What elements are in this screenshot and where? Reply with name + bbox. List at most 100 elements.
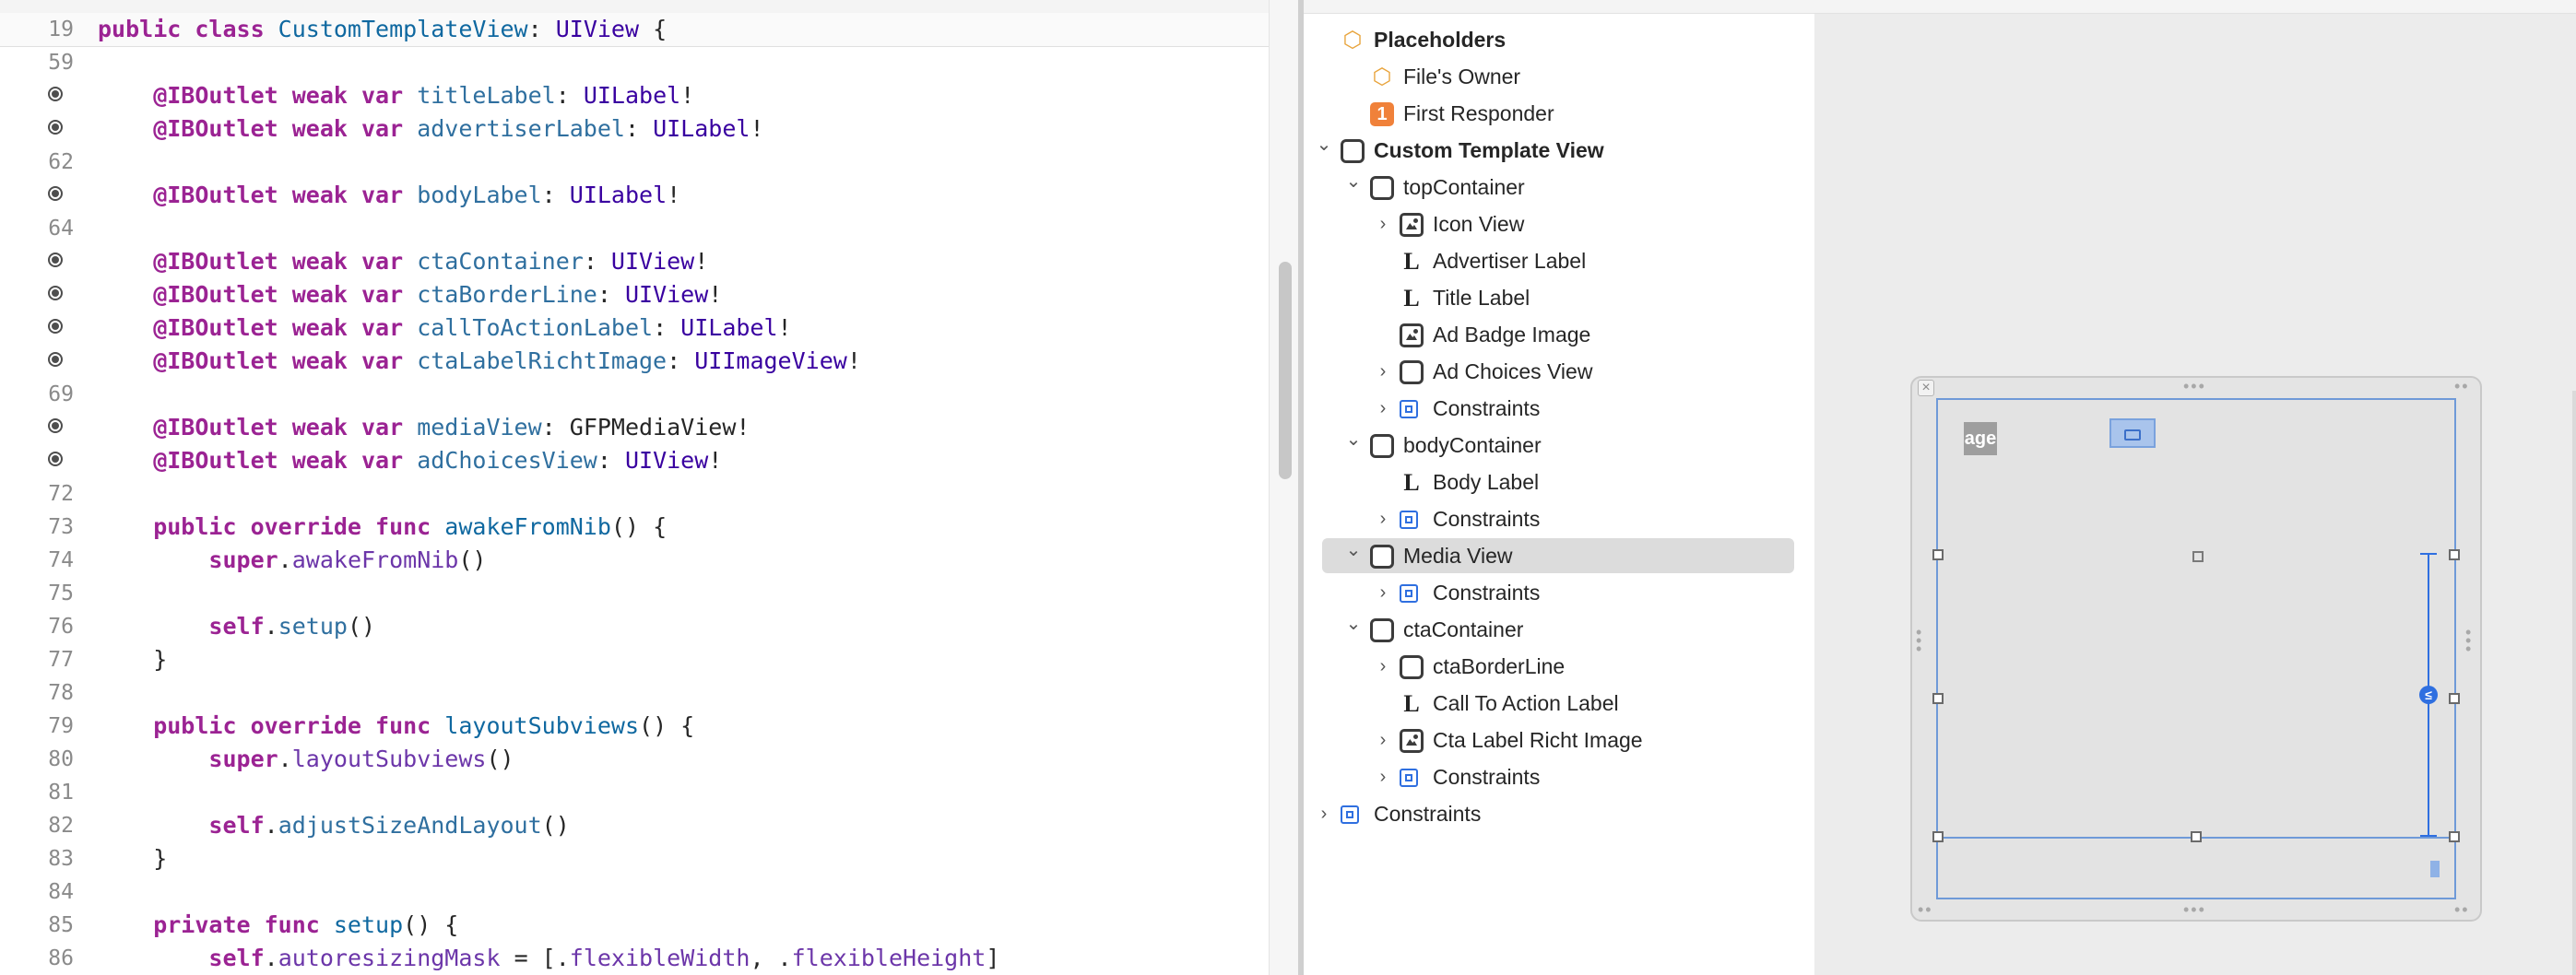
chevron-right-icon[interactable]: › [1379, 582, 1387, 603]
code-line[interactable]: 78 [0, 676, 1269, 710]
code-line[interactable]: 75 [0, 577, 1269, 610]
outline-item[interactable]: ›Cta Label Richt Image [1304, 722, 1814, 758]
editor-scrollbar[interactable] [1269, 0, 1299, 975]
chevron-right-icon[interactable]: › [1379, 214, 1387, 234]
chevron-right-icon[interactable]: › [1379, 656, 1387, 676]
chevron-right-icon[interactable]: › [1379, 730, 1387, 750]
outline-item[interactable]: ⌄topContainer [1304, 169, 1814, 206]
code-line[interactable]: 83 } [0, 842, 1269, 875]
code-line[interactable]: @IBOutlet weak var advertiserLabel: UILa… [0, 112, 1269, 146]
interface-builder-canvas[interactable]: × ••• •• ••• ••• ••• •• •• age ≤ [1814, 0, 2576, 975]
outlet-connection-icon[interactable] [48, 120, 63, 135]
chevron-down-icon[interactable]: ⌄ [1345, 171, 1362, 192]
code-line[interactable]: @IBOutlet weak var callToActionLabel: UI… [0, 311, 1269, 345]
ad-badge-image[interactable]: age [1964, 422, 1997, 455]
outlet-connection-icon[interactable] [48, 186, 63, 201]
resize-handle-top-right[interactable] [2449, 549, 2460, 560]
chevron-right-icon[interactable]: › [1379, 361, 1387, 382]
code-line[interactable]: @IBOutlet weak var bodyLabel: UILabel! [0, 179, 1269, 212]
outlet-connection-icon[interactable] [48, 319, 63, 334]
outline-item[interactable]: ›Constraints [1304, 390, 1814, 427]
resize-handle-mid-right[interactable] [2449, 693, 2460, 704]
code-editor[interactable]: 19 public class CustomTemplateView: UIVi… [0, 0, 1269, 975]
outlet-connection-icon[interactable] [48, 286, 63, 300]
code-line[interactable]: 84 [0, 875, 1269, 909]
scene-close-icon[interactable]: × [1918, 380, 1934, 396]
cta-label-richt-image-preview[interactable] [2430, 861, 2440, 877]
code-line[interactable]: @IBOutlet weak var ctaContainer: UIView! [0, 245, 1269, 278]
custom-template-view-preview[interactable]: age [1932, 398, 2460, 899]
outlet-connection-icon[interactable] [48, 452, 63, 466]
code-line[interactable]: @IBOutlet weak var mediaView: GFPMediaVi… [0, 411, 1269, 444]
code-line[interactable]: 77 } [0, 643, 1269, 676]
chevron-down-icon[interactable]: ⌄ [1345, 540, 1362, 560]
code-line[interactable]: 73 public override func awakeFromNib() { [0, 511, 1269, 544]
code-line[interactable]: 59 [0, 46, 1269, 79]
outlet-connection-icon[interactable] [48, 87, 63, 101]
chevron-right-icon[interactable]: › [1320, 804, 1328, 824]
scene-right-grip-icon[interactable]: ••• [2465, 623, 2474, 658]
outline-item[interactable]: ›Ad Choices View [1304, 353, 1814, 390]
code-line[interactable]: @IBOutlet weak var ctaLabelRichtImage: U… [0, 345, 1269, 378]
code-line[interactable]: @IBOutlet weak var titleLabel: UILabel! [0, 79, 1269, 112]
code-line[interactable]: 79 public override func layoutSubviews()… [0, 710, 1269, 743]
outlet-connection-icon[interactable] [48, 253, 63, 267]
chevron-right-icon[interactable]: › [1379, 398, 1387, 418]
outline-item[interactable]: ›Constraints [1304, 795, 1814, 832]
outline-item[interactable]: ›Icon View [1304, 206, 1814, 242]
outline-item[interactable]: ›ctaBorderLine [1304, 648, 1814, 685]
outline-item[interactable]: ›Constraints [1304, 574, 1814, 611]
resize-handle-bottom-center[interactable] [2191, 831, 2202, 842]
editor-scroll-thumb[interactable] [1279, 262, 1292, 479]
outline-item[interactable]: ⬡Placeholders [1304, 21, 1814, 58]
outline-item[interactable]: ›Constraints [1304, 758, 1814, 795]
icon-view-image[interactable] [2109, 418, 2156, 448]
outline-item[interactable]: ›Constraints [1304, 500, 1814, 537]
chevron-right-icon[interactable]: › [1379, 509, 1387, 529]
outline-item[interactable]: ⌄ctaContainer [1304, 611, 1814, 648]
chevron-down-icon[interactable]: ⌄ [1345, 429, 1362, 450]
split-divider[interactable] [1298, 0, 1304, 975]
constraint-badge-icon[interactable]: ≤ [2419, 686, 2438, 704]
resize-handle-bottom-right[interactable] [2449, 831, 2460, 842]
scene-bottom-left-grip-icon[interactable]: •• [1918, 900, 1933, 919]
sticky-scope-header[interactable]: 19 public class CustomTemplateView: UIVi… [0, 13, 1269, 47]
code-line[interactable]: 62 [0, 146, 1269, 179]
outlet-connection-icon[interactable] [48, 352, 63, 367]
resize-handle-bottom-left[interactable] [1932, 831, 1944, 842]
scene-top-right-grip-icon[interactable]: •• [2454, 377, 2470, 395]
scene-bottom-right-grip-icon[interactable]: •• [2454, 900, 2470, 919]
code-line[interactable]: 80 super.layoutSubviews() [0, 743, 1269, 776]
outline-item[interactable]: ⬡File's Owner [1304, 58, 1814, 95]
chevron-down-icon[interactable]: ⌄ [1345, 614, 1362, 634]
code-line[interactable]: 81 [0, 776, 1269, 809]
outlet-connection-icon[interactable] [48, 418, 63, 433]
scene-bottom-grip-icon[interactable]: ••• [2183, 900, 2206, 919]
code-line[interactable]: 85 private func setup() { [0, 909, 1269, 942]
code-line[interactable]: 76 self.setup() [0, 610, 1269, 643]
outline-item[interactable]: ⌄Media View [1304, 537, 1814, 574]
code-line[interactable]: 64 [0, 212, 1269, 245]
resize-handle-top-left[interactable] [1932, 549, 1944, 560]
media-view-selection[interactable] [1932, 400, 2460, 842]
chevron-down-icon[interactable]: ⌄ [1316, 135, 1332, 155]
code-line[interactable]: @IBOutlet weak var adChoicesView: UIView… [0, 444, 1269, 477]
code-line[interactable]: @IBOutlet weak var ctaBorderLine: UIView… [0, 278, 1269, 311]
code-line[interactable]: 82 self.adjustSizeAndLayout() [0, 809, 1269, 842]
chevron-right-icon[interactable]: › [1379, 767, 1387, 787]
code-line[interactable]: 72 [0, 477, 1269, 511]
outline-item[interactable]: ⌄bodyContainer [1304, 427, 1814, 464]
resize-handle-mid-left[interactable] [1932, 693, 1944, 704]
scene-left-grip-icon[interactable]: ••• [1916, 623, 1924, 658]
scene-frame[interactable]: × ••• •• ••• ••• ••• •• •• age [1910, 376, 2482, 922]
code-line[interactable]: 86 self.autoresizingMask = [.flexibleWid… [0, 942, 1269, 975]
code-line[interactable]: 69 [0, 378, 1269, 411]
scene-top-grip-icon[interactable]: ••• [2183, 377, 2206, 395]
code-line[interactable]: 74 super.awakeFromNib() [0, 544, 1269, 577]
